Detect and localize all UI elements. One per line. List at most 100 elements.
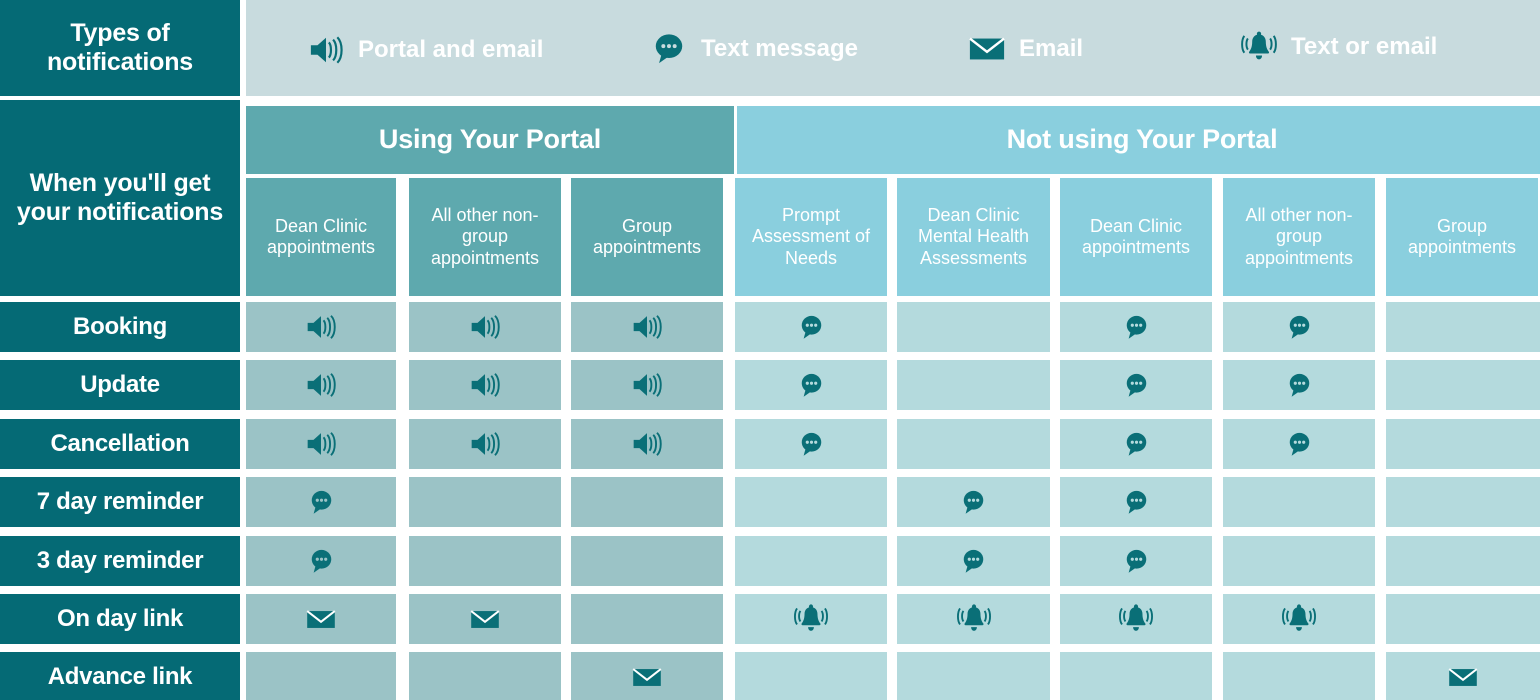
matrix-cell-r3-c6[interactable] [1223,477,1375,527]
matrix-cell-r1-c2[interactable] [571,360,723,410]
legend-label: Text or email [1291,33,1438,60]
matrix-cell-r2-c1[interactable] [409,419,561,469]
matrix-cell-r2-c4[interactable] [897,419,1050,469]
envelope-icon [469,608,501,631]
matrix-cell-r5-c5[interactable] [1060,594,1212,644]
matrix-cell-r5-c6[interactable] [1223,594,1375,644]
matrix-cell-r0-c6[interactable] [1223,302,1375,352]
column-header-0: Dean Clinic appointments [246,178,396,296]
matrix-cell-r2-c2[interactable] [571,419,723,469]
chat-bubble-icon [650,32,688,66]
matrix-cell-r0-c1[interactable] [409,302,561,352]
chat-bubble-icon [1123,372,1150,399]
row-label-0: Booking [0,302,240,352]
matrix-cell-r1-c3[interactable] [735,360,887,410]
speaker-icon [630,429,664,459]
row-label-6: Advance link [0,652,240,700]
matrix-cell-r1-c1[interactable] [409,360,561,410]
matrix-cell-r6-c1[interactable] [409,652,561,700]
row-label-4: 3 day reminder [0,536,240,586]
bell-icon [1282,602,1316,636]
matrix-cell-r5-c7[interactable] [1386,594,1540,644]
matrix-cell-r0-c2[interactable] [571,302,723,352]
matrix-cell-r4-c5[interactable] [1060,536,1212,586]
matrix-cell-r0-c3[interactable] [735,302,887,352]
matrix-cell-r6-c2[interactable] [571,652,723,700]
matrix-cell-r5-c2[interactable] [571,594,723,644]
matrix-cell-r3-c0[interactable] [246,477,396,527]
matrix-cell-r3-c2[interactable] [571,477,723,527]
legend-band [246,0,1540,96]
matrix-cell-r4-c4[interactable] [897,536,1050,586]
chat-bubble-icon [308,489,335,516]
legend-item-email: Email [968,32,1083,66]
matrix-cell-r2-c7[interactable] [1386,419,1540,469]
matrix-cell-r4-c6[interactable] [1223,536,1375,586]
matrix-cell-r2-c5[interactable] [1060,419,1212,469]
matrix-cell-r2-c0[interactable] [246,419,396,469]
legend-item-text-or-email: Text or email [1240,30,1437,64]
envelope-icon [968,32,1006,66]
bell-icon [1119,602,1153,636]
matrix-cell-r3-c3[interactable] [735,477,887,527]
matrix-cell-r0-c5[interactable] [1060,302,1212,352]
chat-bubble-icon [798,314,825,341]
legend-label: Text message [701,35,858,62]
legend-label: Email [1019,35,1084,62]
chat-bubble-icon [308,548,335,575]
speaker-icon [630,370,664,400]
envelope-icon [631,666,663,689]
column-header-1: All other non-group appointments [409,178,561,296]
envelope-icon [305,608,337,631]
chat-bubble-icon [960,489,987,516]
column-header-3: Prompt Assessment of Needs [735,178,887,296]
matrix-cell-r5-c1[interactable] [409,594,561,644]
matrix-cell-r1-c0[interactable] [246,360,396,410]
matrix-cell-r0-c7[interactable] [1386,302,1540,352]
matrix-cell-r4-c2[interactable] [571,536,723,586]
column-header-7: Group appointments [1386,178,1538,296]
matrix-cell-r0-c4[interactable] [897,302,1050,352]
matrix-cell-r4-c7[interactable] [1386,536,1540,586]
matrix-cell-r5-c0[interactable] [246,594,396,644]
chat-bubble-icon [1286,372,1313,399]
matrix-cell-r2-c6[interactable] [1223,419,1375,469]
matrix-cell-r5-c4[interactable] [897,594,1050,644]
matrix-cell-r2-c3[interactable] [735,419,887,469]
group-header-not-using-your-portal: Not using Your Portal [737,106,1540,174]
group-header-using-your-portal: Using Your Portal [246,106,734,174]
bell-icon [794,602,828,636]
matrix-cell-r6-c3[interactable] [735,652,887,700]
matrix-cell-r3-c7[interactable] [1386,477,1540,527]
matrix-cell-r0-c0[interactable] [246,302,396,352]
matrix-cell-r6-c5[interactable] [1060,652,1212,700]
chat-bubble-icon [1286,431,1313,458]
chat-bubble-icon [960,548,987,575]
matrix-cell-r4-c3[interactable] [735,536,887,586]
matrix-cell-r5-c3[interactable] [735,594,887,644]
matrix-cell-r1-c4[interactable] [897,360,1050,410]
matrix-cell-r1-c5[interactable] [1060,360,1212,410]
matrix-cell-r3-c5[interactable] [1060,477,1212,527]
speaker-icon [468,370,502,400]
matrix-cell-r6-c0[interactable] [246,652,396,700]
row-label-2: Cancellation [0,419,240,469]
matrix-cell-r1-c7[interactable] [1386,360,1540,410]
matrix-cell-r3-c1[interactable] [409,477,561,527]
matrix-cell-r6-c6[interactable] [1223,652,1375,700]
bell-icon [956,602,991,636]
matrix-cell-r1-c6[interactable] [1223,360,1375,410]
matrix-cell-r6-c4[interactable] [897,652,1050,700]
speaker-icon [468,312,502,342]
matrix-cell-r4-c1[interactable] [409,536,561,586]
row-label-3: 7 day reminder [0,477,240,527]
matrix-cell-r4-c0[interactable] [246,536,396,586]
envelope-icon [1447,666,1479,689]
chat-bubble-icon [1123,548,1150,575]
row-label-1: Update [0,360,240,410]
matrix-cell-r6-c7[interactable] [1386,652,1540,700]
speaker-icon [304,312,338,342]
matrix-cell-r3-c4[interactable] [897,477,1050,527]
chat-bubble-icon [1123,314,1150,341]
types-of-notifications-title: Types of notifications [0,0,240,96]
